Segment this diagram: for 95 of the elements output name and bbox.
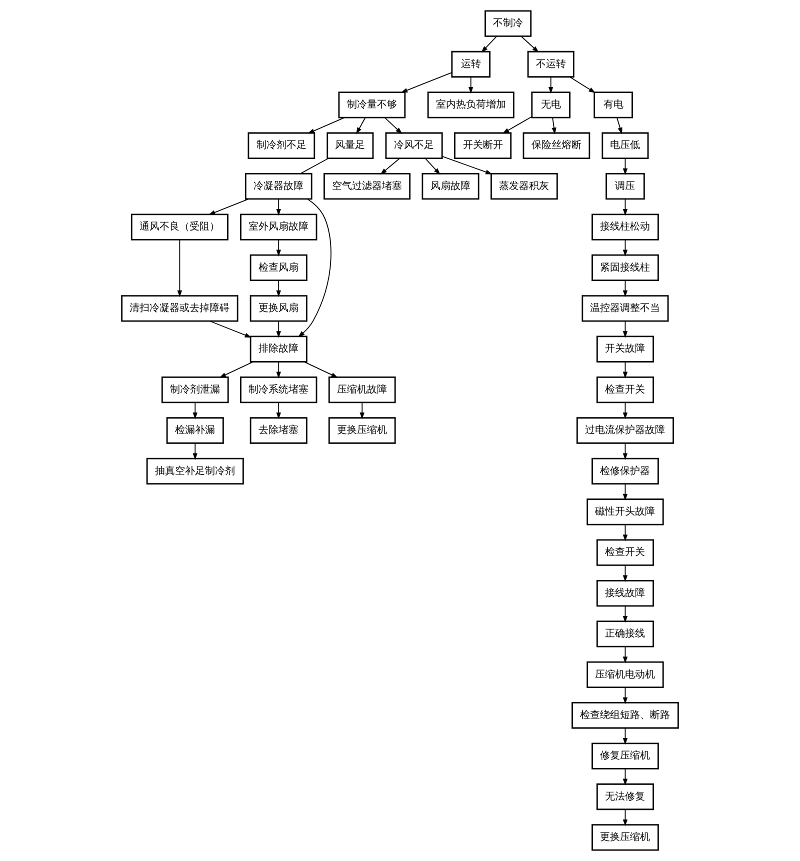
- arrow: [622, 524, 628, 542]
- node-box: 清扫冷凝器或去掉障碍: [121, 295, 238, 322]
- node-box: 空气过滤器堵塞: [324, 173, 411, 200]
- node-box: 检漏补漏: [166, 417, 224, 444]
- arrow: [622, 564, 628, 582]
- arrow: [622, 768, 628, 786]
- arrow: [442, 156, 492, 174]
- node-box: 检查开关: [596, 539, 654, 566]
- node-box: 风扇故障: [422, 173, 480, 200]
- node-box: 压缩机故障: [328, 376, 396, 404]
- arrow: [276, 402, 281, 420]
- arrow: [622, 361, 628, 379]
- node-box: 调压: [606, 173, 645, 200]
- node-box: 有电: [594, 92, 633, 118]
- node-box: 正确接线: [596, 620, 654, 648]
- arrow: [177, 239, 182, 298]
- arrow: [298, 198, 332, 338]
- arrow: [552, 117, 556, 134]
- arrow: [208, 198, 249, 215]
- arrow: [622, 320, 628, 338]
- node-box: 不运转: [527, 50, 574, 78]
- node-box: 检查绕组短路、断路: [572, 702, 679, 729]
- node-box: 冷凝器故障: [244, 173, 312, 200]
- node-box: 更换压缩机: [328, 417, 396, 444]
- arrow: [622, 483, 628, 501]
- arrow: [622, 198, 628, 216]
- connector: [300, 158, 329, 174]
- node-box: 更换风扇: [250, 295, 308, 322]
- node-box: 制冷剂不足: [248, 132, 316, 159]
- arrow: [192, 402, 198, 420]
- arrow: [622, 442, 628, 460]
- arrow: [276, 320, 281, 338]
- node-box: 排除故障: [250, 336, 308, 362]
- arrow: [219, 361, 254, 378]
- node-box: 检查风扇: [250, 254, 308, 282]
- arrow: [502, 116, 532, 134]
- arrow: [276, 198, 281, 216]
- arrow: [622, 646, 628, 664]
- arrow: [622, 402, 628, 420]
- node-box: 电压低: [602, 132, 649, 159]
- arrow: [622, 606, 628, 623]
- node-box: 更换压缩机: [592, 824, 659, 851]
- node-box: 运转: [451, 50, 491, 78]
- node-box: 接线柱松动: [592, 214, 659, 240]
- arrow: [356, 117, 366, 134]
- node-box: 去除堵塞: [250, 417, 308, 444]
- node-box: 制冷量不够: [338, 92, 406, 118]
- arrow: [400, 72, 452, 93]
- node-box: 开关故障: [596, 336, 654, 362]
- node-box: 修复压缩机: [592, 742, 659, 770]
- node-box: 无电: [531, 92, 570, 118]
- node-box: 风量足: [326, 132, 374, 159]
- node-box: 开关断开: [454, 132, 512, 159]
- arrow: [622, 686, 628, 704]
- arrow: [360, 402, 364, 420]
- node-box: 检修保护器: [592, 458, 659, 485]
- arrow: [209, 320, 252, 338]
- node-box: 不制冷: [484, 10, 532, 37]
- arrow: [622, 280, 628, 298]
- node-box: 无法修复: [596, 783, 654, 810]
- arrow: [616, 117, 622, 134]
- node-box: 室外风扇故障: [240, 214, 318, 240]
- node-box: 过电流保护器故障: [576, 417, 674, 444]
- node-box: 室内热负荷增加: [427, 92, 514, 118]
- arrow: [481, 36, 498, 53]
- arrow: [308, 117, 345, 134]
- arrow: [276, 280, 281, 298]
- arrow: [276, 361, 281, 379]
- arrow: [622, 809, 628, 826]
- arrow: [622, 158, 628, 176]
- arrow: [424, 158, 440, 175]
- node-box: 制冷剂泄漏: [161, 376, 229, 404]
- arrow: [192, 442, 198, 460]
- node-box: 冷风不足: [385, 132, 443, 159]
- node-box: 制冷系统堵塞: [240, 376, 318, 404]
- node-box: 温控器调整不当: [582, 295, 669, 322]
- arrow: [520, 36, 539, 53]
- arrow: [548, 76, 554, 94]
- node-box: 压缩机电动机: [586, 661, 664, 688]
- arrow: [380, 158, 400, 175]
- node-box: 通风不良（受阻）: [130, 214, 228, 240]
- node-box: 紧固接线柱: [592, 254, 659, 282]
- node-box: 保险丝熔断: [522, 132, 590, 159]
- node-box: 蒸发器积灰: [490, 173, 558, 200]
- node-box: 检查开关: [596, 376, 654, 404]
- arrow: [304, 361, 338, 378]
- node-box: 磁性开头故障: [586, 498, 664, 526]
- arrow: [384, 117, 402, 134]
- arrow: [622, 728, 628, 745]
- arrow: [276, 239, 281, 256]
- arrow: [622, 239, 628, 256]
- node-box: 抽真空补足制冷剂: [146, 458, 244, 485]
- node-box: 接线故障: [596, 580, 654, 607]
- arrow: [468, 76, 474, 94]
- arrow: [569, 76, 596, 94]
